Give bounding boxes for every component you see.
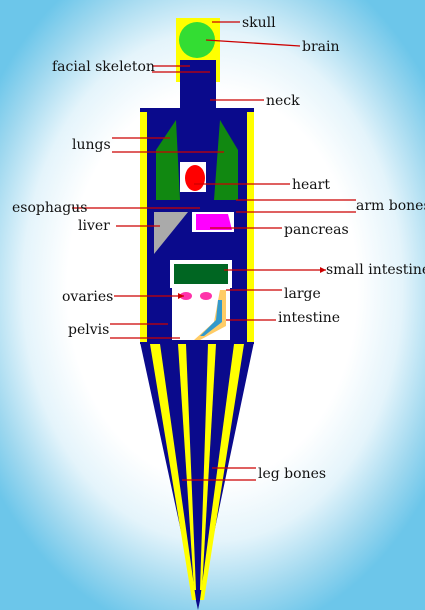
label-pelvis: pelvis	[68, 322, 109, 338]
label-large: large	[284, 286, 321, 302]
small-intestine	[174, 264, 228, 284]
left-arm-edge	[147, 112, 150, 342]
label-pancreas: pancreas	[284, 222, 349, 238]
label-intestine: intestine	[278, 310, 340, 326]
label-brain: brain	[302, 39, 340, 55]
right-arm-edge	[244, 112, 247, 342]
heart	[185, 165, 205, 191]
label-esophagus: esophagus	[12, 200, 87, 216]
label-small-intestine: small intestine	[326, 262, 425, 278]
label-leg-bones: leg bones	[258, 466, 326, 482]
label-neck: neck	[266, 93, 300, 109]
label-arm-bones: arm bones	[356, 198, 425, 214]
face-jaw	[180, 60, 216, 82]
ovary-right	[200, 292, 212, 300]
label-skull: skull	[242, 15, 276, 31]
label-facial-skeleton: facial skeleton	[52, 59, 155, 75]
label-ovaries: ovaries	[62, 289, 113, 305]
neck	[180, 80, 216, 110]
pointer-brain	[206, 40, 300, 46]
label-lungs: lungs	[72, 137, 111, 153]
label-liver: liver	[78, 218, 110, 234]
label-heart: heart	[292, 177, 330, 193]
